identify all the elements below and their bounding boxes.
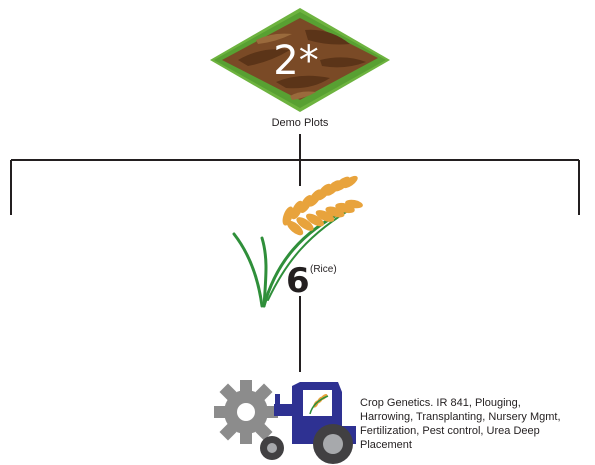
rice-count: 6 [286,261,310,301]
practices-text: Crop Genetics. IR 841, Plouging, Harrowi… [360,397,561,451]
practices-line-1: Crop Genetics. IR 841, Plouging, [360,397,521,409]
tractor-icon [260,382,356,464]
rice-plant-icon [232,175,363,308]
practices-line-2: Harrowing, Transplanting, Nursery Mgmt, [360,411,561,423]
connector-lines [10,134,580,372]
soil-plot-icon: 2* [210,8,390,112]
demo-plots-count: 2* [273,38,318,84]
practices-line-3: Fertilization, Pest control, Urea Deep [360,425,540,437]
demo-plots-label: Demo Plots [272,117,329,129]
rice-note: (Rice) [310,264,337,275]
tractor-gear-icon [214,380,356,464]
gear-icon [214,380,278,444]
practices-line-4: Placement [360,439,412,451]
